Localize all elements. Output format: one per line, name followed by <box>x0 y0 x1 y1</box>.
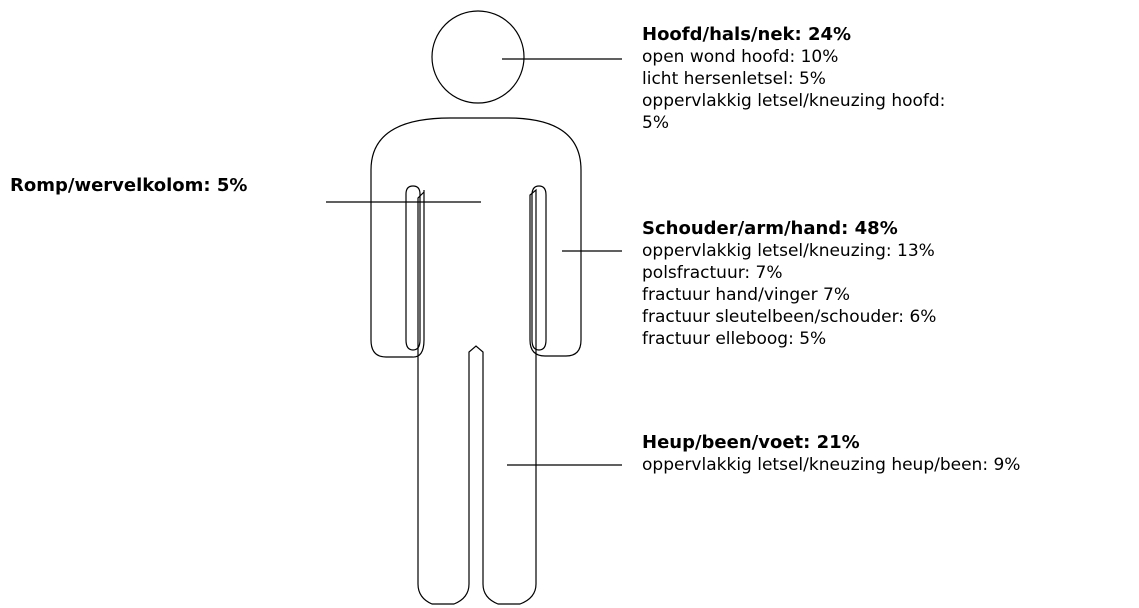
head-shape <box>431 10 525 104</box>
arm-line: fractuur elleboog: 5% <box>642 329 827 349</box>
right-arm-slot <box>531 185 547 351</box>
head-label-block: Hoofd/hals/nek: 24% open wond hoofd: 10%… <box>642 24 945 134</box>
arm-line: fractuur sleutelbeen/schouder: 6% <box>642 307 937 327</box>
trunk-title: Romp/wervelkolom: 5% <box>10 175 248 196</box>
left-arm-slot <box>405 185 421 351</box>
head-line: 5% <box>642 113 669 133</box>
arm-label-block: Schouder/arm/hand: 48% oppervlakkig lets… <box>642 218 936 350</box>
torso-outline <box>370 117 582 605</box>
leg-title: Heup/been/voet: 21% <box>642 432 860 453</box>
arm-line: polsfractuur: 7% <box>642 263 783 283</box>
leg-line: oppervlakkig letsel/kneuzing heup/been: … <box>642 455 1021 475</box>
head-line: oppervlakkig letsel/kneuzing hoofd: <box>642 91 946 111</box>
head-line: open wond hoofd: 10% <box>642 47 839 67</box>
trunk-label-block: Romp/wervelkolom: 5% <box>10 175 247 197</box>
arm-line: oppervlakkig letsel/kneuzing: 13% <box>642 241 935 261</box>
head-line: licht hersenletsel: 5% <box>642 69 826 89</box>
arm-title: Schouder/arm/hand: 48% <box>642 218 898 239</box>
arm-line: fractuur hand/vinger 7% <box>642 285 851 305</box>
head-title: Hoofd/hals/nek: 24% <box>642 24 852 45</box>
leg-label-block: Heup/been/voet: 21% oppervlakkig letsel/… <box>642 432 1020 476</box>
